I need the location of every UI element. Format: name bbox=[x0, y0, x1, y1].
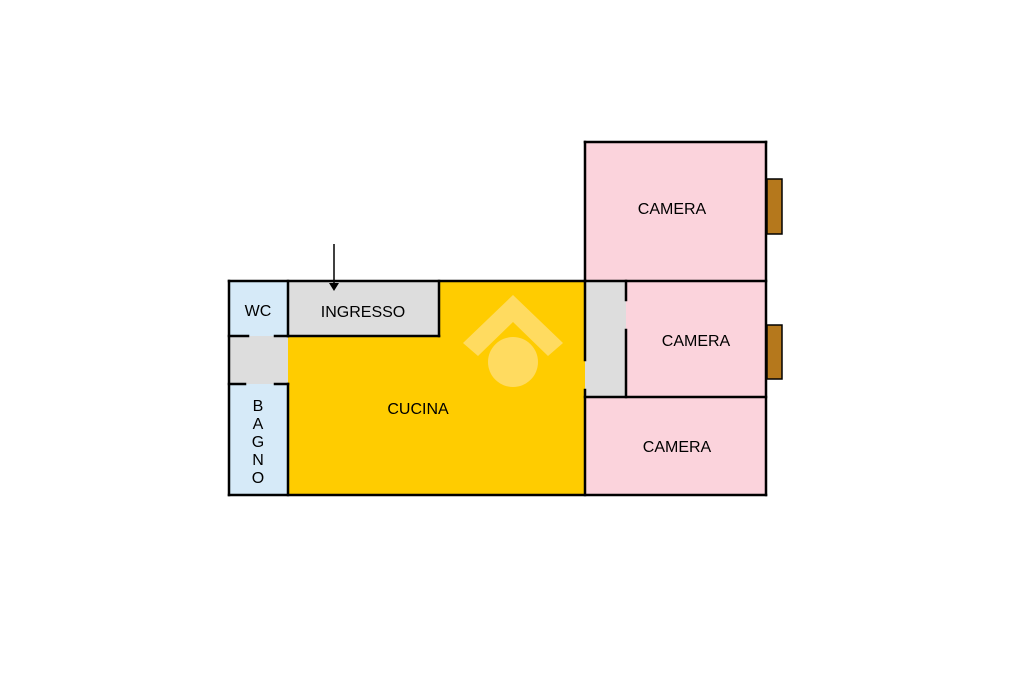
svg-text:B: B bbox=[253, 398, 264, 415]
label-ingresso: INGRESSO bbox=[321, 304, 405, 321]
room-ingresso bbox=[289, 282, 439, 336]
corridor-right bbox=[585, 281, 626, 397]
svg-text:O: O bbox=[252, 470, 264, 487]
label-bagno: B A G N O bbox=[252, 398, 264, 487]
label-cucina: CUCINA bbox=[387, 401, 449, 418]
balcony-middle bbox=[766, 324, 783, 380]
arrow-down-icon bbox=[329, 244, 339, 291]
svg-text:A: A bbox=[253, 416, 264, 433]
balcony-top bbox=[766, 178, 783, 235]
room-camera-middle bbox=[626, 281, 766, 397]
room-wc bbox=[229, 281, 288, 336]
room-camera-top bbox=[585, 142, 766, 281]
room-bagno bbox=[229, 384, 288, 495]
room-camera-bottom bbox=[585, 397, 766, 495]
label-camera-bottom: CAMERA bbox=[643, 439, 712, 456]
house-logo-icon bbox=[463, 295, 563, 387]
corridor-left bbox=[229, 336, 290, 384]
label-wc: WC bbox=[245, 303, 272, 320]
walls bbox=[227, 140, 768, 497]
svg-text:N: N bbox=[252, 452, 264, 469]
label-camera-middle: CAMERA bbox=[662, 333, 731, 350]
svg-text:G: G bbox=[252, 434, 264, 451]
label-camera-top: CAMERA bbox=[638, 201, 707, 218]
